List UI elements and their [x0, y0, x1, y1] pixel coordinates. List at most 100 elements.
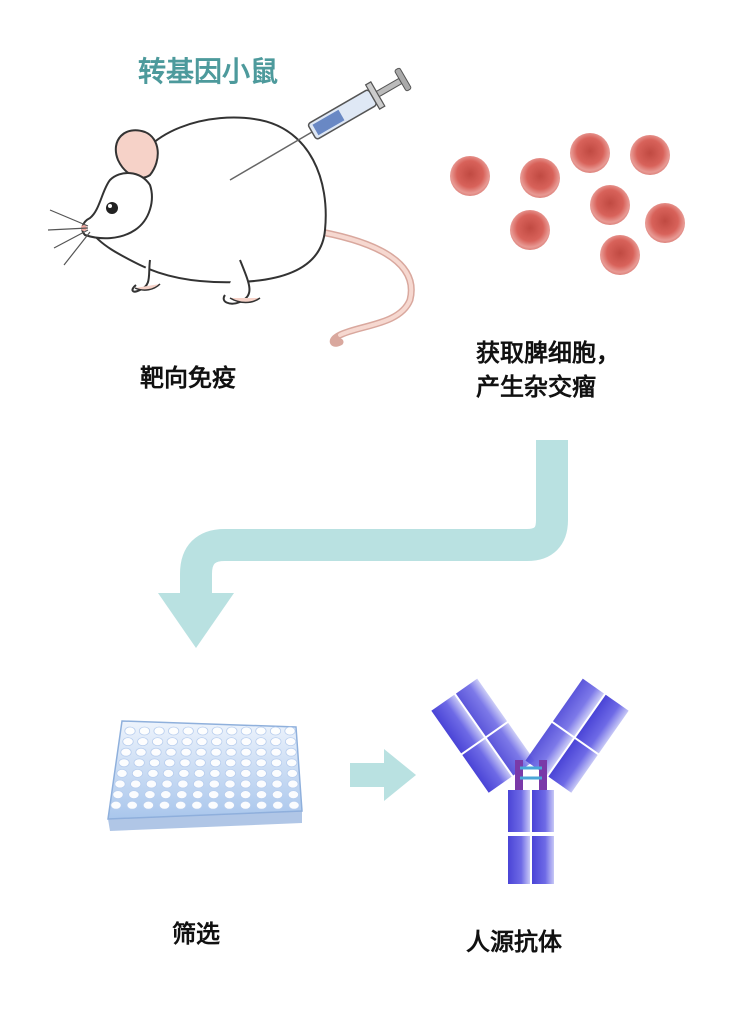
well	[193, 769, 206, 778]
well	[126, 800, 138, 810]
well	[224, 769, 236, 778]
well	[122, 737, 134, 747]
well	[209, 758, 222, 768]
well	[120, 747, 132, 757]
well	[192, 790, 204, 799]
well	[287, 790, 299, 799]
well	[168, 726, 180, 736]
step-label-antibody: 人源抗体	[466, 928, 562, 956]
cell-icon	[570, 133, 610, 173]
diagram-title: 转基因小鼠	[138, 55, 279, 88]
well	[211, 737, 223, 747]
well	[208, 779, 220, 789]
well	[209, 769, 221, 778]
cell-icon	[645, 203, 685, 243]
well	[255, 769, 267, 778]
well	[240, 726, 252, 736]
well	[166, 737, 178, 747]
well	[240, 769, 252, 778]
well	[270, 747, 282, 757]
well	[193, 779, 205, 789]
well	[239, 800, 252, 810]
well	[153, 726, 165, 736]
well	[151, 737, 164, 747]
well	[128, 790, 140, 799]
well	[223, 800, 235, 810]
well	[210, 747, 222, 757]
well	[255, 726, 267, 736]
well	[158, 800, 171, 810]
antibody-icon	[431, 678, 629, 884]
cell-icon	[590, 185, 630, 225]
well	[240, 737, 252, 747]
well-plate-icon	[107, 720, 303, 831]
well	[130, 779, 142, 789]
well	[148, 758, 161, 768]
well	[224, 779, 236, 789]
arrow-icon	[350, 749, 416, 801]
well	[181, 737, 193, 747]
well	[182, 726, 194, 736]
step-label-immunize: 靶向免疫	[140, 364, 236, 392]
well	[240, 790, 252, 799]
well	[176, 790, 188, 799]
step-label-screen: 筛选	[172, 920, 220, 948]
well	[138, 726, 151, 736]
well	[255, 747, 267, 757]
well	[240, 758, 252, 768]
well	[208, 790, 220, 799]
well	[144, 790, 156, 799]
well	[195, 747, 207, 757]
well	[197, 726, 209, 736]
well	[114, 779, 126, 789]
well	[180, 747, 192, 757]
well	[287, 779, 299, 789]
well	[271, 779, 283, 789]
well	[211, 726, 223, 736]
well	[255, 779, 267, 789]
well	[137, 737, 149, 747]
well	[112, 790, 124, 799]
well	[270, 758, 283, 768]
well	[271, 769, 283, 778]
well	[194, 758, 206, 768]
well	[118, 758, 130, 768]
well	[225, 758, 237, 768]
well	[150, 747, 162, 757]
step-label-spleen-line1: 获取脾细胞，	[476, 339, 620, 367]
well	[286, 769, 298, 778]
well	[271, 790, 284, 799]
cell-icon	[600, 235, 640, 275]
well	[164, 758, 176, 768]
well	[142, 800, 155, 810]
well	[256, 800, 268, 810]
well	[116, 769, 128, 778]
syringe-icon	[229, 67, 412, 181]
well	[110, 800, 122, 810]
well	[131, 769, 144, 778]
well	[165, 747, 177, 757]
well	[269, 726, 282, 736]
cell-icon	[510, 210, 550, 250]
well	[226, 726, 238, 736]
well	[160, 790, 172, 799]
well	[288, 800, 300, 810]
step-label-spleen: 获取脾细胞， 产生杂交瘤	[476, 336, 620, 404]
mouse-icon	[47, 67, 415, 347]
well	[240, 747, 252, 757]
well	[255, 790, 268, 799]
well	[270, 737, 282, 747]
well	[225, 747, 237, 757]
well	[161, 779, 173, 789]
cell-icon	[450, 156, 490, 196]
well	[145, 779, 158, 789]
well	[179, 758, 191, 768]
well	[124, 726, 136, 736]
well	[224, 790, 236, 799]
well	[175, 800, 187, 810]
well	[196, 737, 208, 747]
well	[255, 737, 267, 747]
well	[285, 747, 297, 757]
well	[272, 800, 284, 810]
